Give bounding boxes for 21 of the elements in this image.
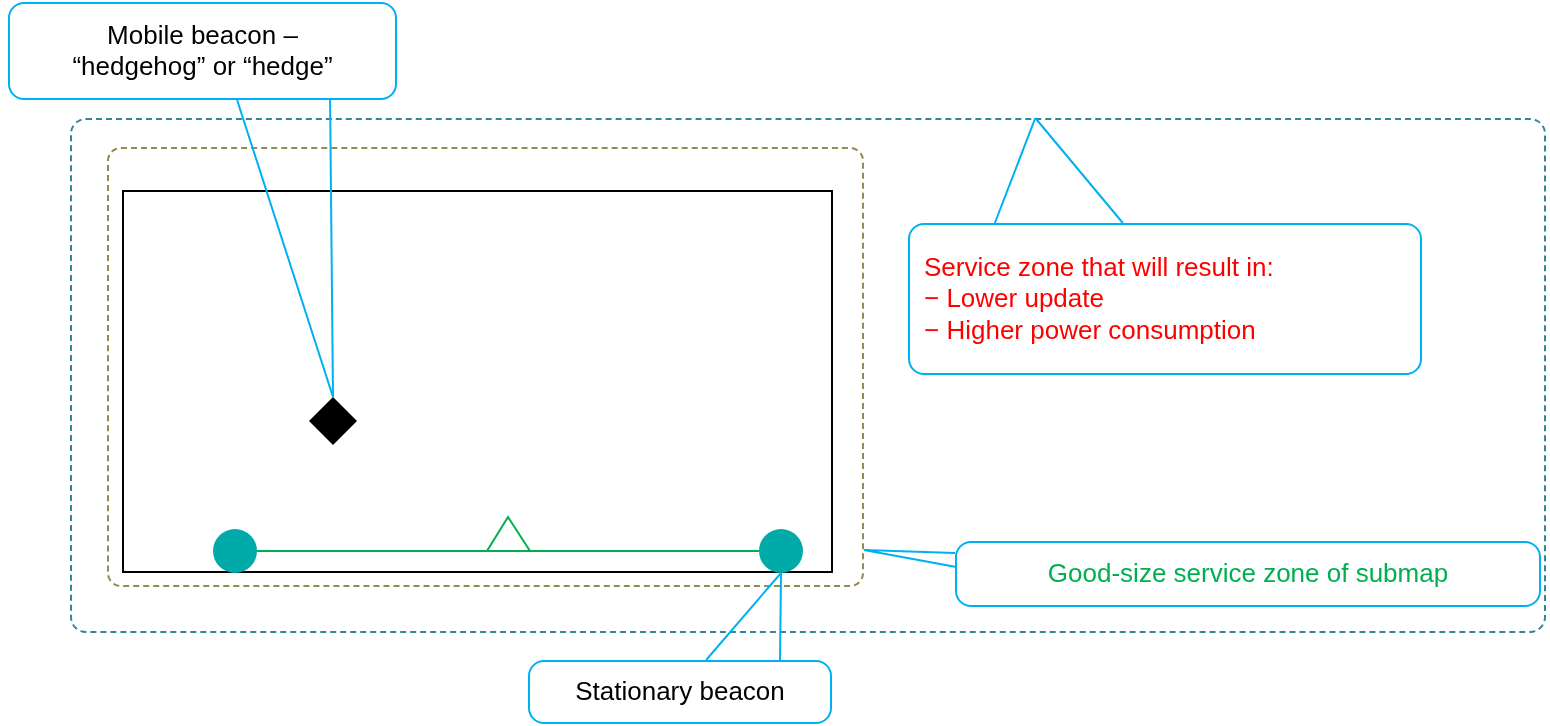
- service-zone-outline: [70, 118, 1546, 633]
- room-outline: [122, 190, 833, 573]
- leader-line: [993, 117, 1124, 224]
- leader-line: [236, 99, 334, 398]
- callout-box: [8, 2, 397, 100]
- stationary-beacon-circle: [759, 529, 803, 573]
- callout-box: [528, 660, 832, 724]
- leader-line: [705, 572, 782, 661]
- callout-text: Service zone that will result in:: [924, 252, 1275, 284]
- connecting-line: [256, 550, 760, 552]
- mobile-beacon-diamond: [309, 397, 357, 445]
- service-zone-outline: [107, 147, 864, 587]
- list-item: − Lower update: [924, 283, 1105, 315]
- callout-text: Mobile beacon – “hedgehog” or “hedge”: [71, 19, 334, 83]
- stationary-beacon-circle: [213, 529, 257, 573]
- callout-text: Stationary beacon: [574, 676, 786, 708]
- callout-text: Good-size service zone of submap: [1046, 558, 1450, 590]
- leader-line: [863, 549, 956, 568]
- list-item: − Higher power consumption: [924, 314, 1257, 346]
- callout-box: [955, 541, 1541, 607]
- callout-box: [908, 223, 1422, 375]
